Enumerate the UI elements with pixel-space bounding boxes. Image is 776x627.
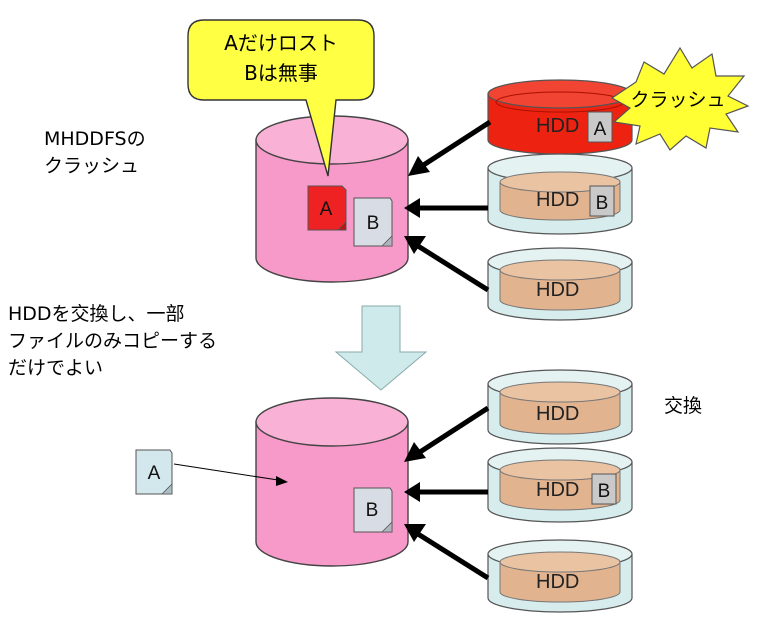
bottom-pool-file-b: B <box>353 487 393 533</box>
bottom-hdd-1-label: HDD <box>536 403 579 425</box>
top-hdd-3-label: HDD <box>536 279 579 301</box>
bottom-pool-file-b-label: B <box>366 500 379 521</box>
top-pool-file-a-label: A <box>320 199 333 220</box>
middle-text-line-3: だけでよい <box>8 357 103 379</box>
top-hdd-2-label: HDD <box>536 189 579 211</box>
crash-burst-label: クラッシュ <box>630 89 725 111</box>
top-hdd-2-file: B <box>596 193 609 214</box>
crash-title-line-2: クラッシュ <box>44 155 139 177</box>
bottom-hdd-1: HDD <box>487 369 633 445</box>
replace-label: 交換 <box>664 395 702 417</box>
bottom-hdd-2-file: B <box>598 481 611 502</box>
transition-down-arrow <box>334 305 428 391</box>
lost-callout: Aだけロスト Bは無事 <box>187 19 375 177</box>
top-pool-file-b-label: B <box>367 213 380 234</box>
top-pool-file-b: B <box>353 197 393 247</box>
top-hdd-2: HDD B <box>487 153 633 235</box>
middle-text-line-1: HDDを交換し、一部 <box>8 303 185 325</box>
top-hdd-1-crashed: HDD A <box>487 79 633 155</box>
top-hdd-3: HDD <box>487 247 633 321</box>
bottom-hdd-2: HDD B <box>487 447 633 523</box>
crash-title-line-1: MHDDFSの <box>44 128 146 150</box>
callout-line-2: Bは無事 <box>244 61 318 85</box>
bottom-copy-file-a: A <box>135 449 173 495</box>
bottom-connector-arrows <box>404 405 490 581</box>
top-connector-arrows <box>404 119 492 293</box>
callout-line-1: Aだけロスト <box>224 31 338 55</box>
bottom-hdd-3-label: HDD <box>536 571 579 593</box>
bottom-hdd-2-label: HDD <box>536 479 579 501</box>
copy-arrow <box>173 463 288 486</box>
middle-text-line-2: ファイルのみコピーする <box>8 330 217 352</box>
bottom-hdd-3: HDD <box>487 539 633 613</box>
top-hdd-1-file: A <box>594 119 607 140</box>
bottom-copy-file-a-label: A <box>148 463 161 484</box>
crash-burst: クラッシュ <box>610 46 750 151</box>
top-pool-file-a: A <box>307 185 347 231</box>
top-hdd-1-label: HDD <box>536 115 579 137</box>
